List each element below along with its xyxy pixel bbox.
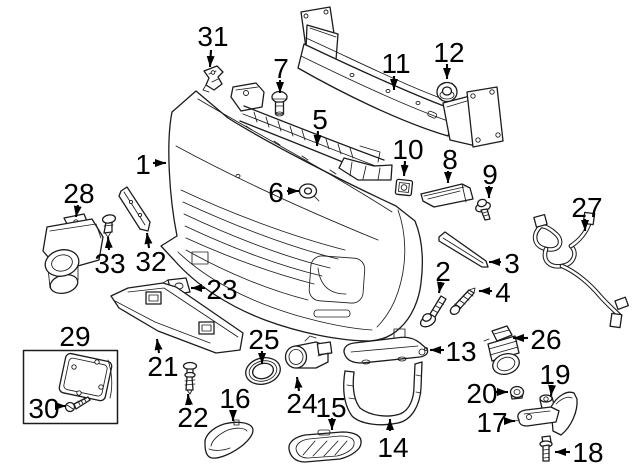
callout-label-29: 29 xyxy=(59,321,90,352)
part-22-push-pin xyxy=(182,361,198,395)
part-33-clip xyxy=(101,214,117,238)
kit-box-outline xyxy=(22,349,119,425)
callout-label-9: 9 xyxy=(482,159,498,190)
callout-arrow-32 xyxy=(144,232,153,249)
callout-arrow-2 xyxy=(437,281,445,294)
callout-label-5: 5 xyxy=(312,104,328,135)
callout-label-17: 17 xyxy=(476,407,507,438)
callout-label-4: 4 xyxy=(495,277,511,308)
callout-arrow-28 xyxy=(73,204,82,218)
callout-label-30: 30 xyxy=(28,393,59,424)
callout-label-33: 33 xyxy=(94,248,125,279)
part-3-finish-molding xyxy=(438,231,489,268)
callout-arrow-31 xyxy=(206,49,215,68)
callout-label-13: 13 xyxy=(445,336,476,367)
part-12-nut xyxy=(436,81,458,103)
callout-label-23: 23 xyxy=(206,274,237,305)
callout-label-31: 31 xyxy=(197,21,228,52)
part-30-screw xyxy=(64,396,91,413)
callout-label-10: 10 xyxy=(392,134,423,165)
callout-label-3: 3 xyxy=(504,248,520,279)
part-18-bolt xyxy=(539,435,553,462)
callout-label-24: 24 xyxy=(286,388,317,419)
part-5-lower-absorber xyxy=(230,82,393,181)
part-4-screw xyxy=(449,287,476,316)
callout-label-12: 12 xyxy=(433,37,464,68)
callout-label-27: 27 xyxy=(571,192,602,223)
callout-label-18: 18 xyxy=(572,437,603,468)
callout-arrow-24 xyxy=(294,376,303,392)
part-31-bracket xyxy=(202,65,224,93)
callout-arrow-22 xyxy=(185,393,193,406)
callout-label-14: 14 xyxy=(377,432,408,463)
callout-label-19: 19 xyxy=(539,359,570,390)
part-6-grommet xyxy=(298,183,320,202)
callout-label-2: 2 xyxy=(435,256,451,287)
part-13-support-bracket xyxy=(343,328,429,365)
part-15-lower-grille xyxy=(288,429,362,463)
callout-label-6: 6 xyxy=(268,177,284,208)
callout-label-1: 1 xyxy=(135,149,151,180)
part-17-mount-bracket xyxy=(514,391,578,436)
part-26-park-sensor xyxy=(483,325,520,375)
callout-arrow-33 xyxy=(104,236,113,251)
part-27-wiring-harness xyxy=(532,211,629,329)
part-16-fog-lamp-cover xyxy=(204,419,254,459)
part-9-screw xyxy=(475,198,491,221)
part-11-impact-bar xyxy=(297,6,504,148)
callout-label-26: 26 xyxy=(530,324,561,355)
part-2-bolt xyxy=(419,295,447,328)
callout-label-16: 16 xyxy=(219,383,250,414)
callout-arrow-21 xyxy=(154,338,163,354)
part-8-side-marker-lamp xyxy=(420,183,474,208)
callout-label-7: 7 xyxy=(273,53,289,84)
callout-label-22: 22 xyxy=(177,402,208,433)
callout-label-25: 25 xyxy=(248,324,279,355)
part-10-clip-nut xyxy=(394,178,414,197)
part-20-nut xyxy=(509,385,525,400)
callout-label-15: 15 xyxy=(315,392,346,423)
part-21-valance-panel xyxy=(110,282,244,354)
part-14-fog-lamp-bezel xyxy=(343,361,423,426)
callout-arrow-10 xyxy=(400,160,409,177)
callout-label-8: 8 xyxy=(442,144,458,175)
part-1-bumper-cover xyxy=(160,90,423,342)
callout-label-21: 21 xyxy=(147,351,178,382)
callout-arrow-5 xyxy=(313,130,322,147)
part-32-support-strip xyxy=(118,186,151,232)
callout-label-28: 28 xyxy=(63,178,94,209)
part-24-park-sensor xyxy=(284,335,333,369)
callout-label-20: 20 xyxy=(466,378,497,409)
callout-label-32: 32 xyxy=(135,246,166,277)
part-7-screw xyxy=(271,90,288,117)
part-29-license-bracket-kit xyxy=(22,349,119,425)
part-28-camera xyxy=(42,213,104,295)
callout-label-11: 11 xyxy=(381,48,410,79)
callout-arrow-19 xyxy=(548,384,557,397)
